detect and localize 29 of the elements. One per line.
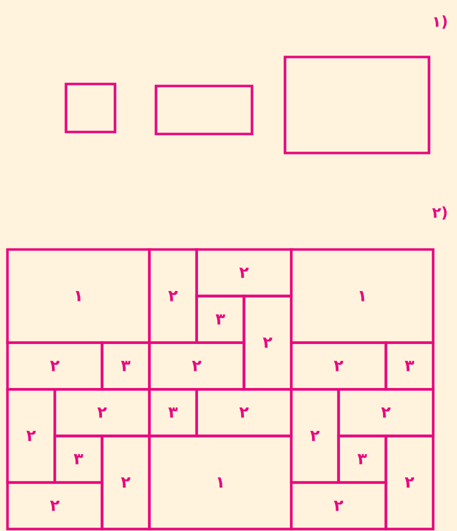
number-cell: ۲ bbox=[242, 294, 293, 391]
number-cell: ۲ bbox=[337, 388, 434, 438]
number-cell: ۲ bbox=[6, 388, 56, 484]
number-cell: ۲ bbox=[290, 388, 340, 484]
number-cell: ۱ bbox=[290, 248, 434, 344]
number-cell: ۲ bbox=[148, 248, 198, 344]
number-cell: ۱ bbox=[6, 248, 151, 344]
number-cell: ۳ bbox=[100, 341, 151, 391]
number-cell: ۲ bbox=[290, 481, 388, 530]
number-cell: ۲ bbox=[6, 481, 104, 530]
label: ۱) bbox=[434, 15, 447, 29]
number-cell: ۲ bbox=[290, 341, 388, 391]
number-cell: ۲ bbox=[195, 248, 293, 298]
number-cell: ۳ bbox=[337, 434, 388, 484]
number-cell: ۲ bbox=[54, 388, 151, 438]
number-cell: ۲ bbox=[195, 388, 293, 438]
number-cell: ۲ bbox=[100, 434, 151, 530]
empty-rectangle bbox=[64, 82, 116, 134]
number-cell: ۲ bbox=[384, 434, 434, 530]
empty-rectangle bbox=[154, 84, 254, 136]
number-cell: ۲ bbox=[6, 341, 104, 391]
label: ۲) bbox=[432, 206, 447, 220]
number-cell: ۳ bbox=[384, 341, 434, 391]
number-cell: ۳ bbox=[53, 434, 104, 484]
number-cell: ۳ bbox=[195, 294, 246, 344]
number-cell: ۱ bbox=[148, 434, 293, 530]
number-cell: ۲ bbox=[148, 341, 246, 391]
empty-rectangle bbox=[284, 56, 430, 154]
number-cell: ۳ bbox=[148, 388, 198, 438]
